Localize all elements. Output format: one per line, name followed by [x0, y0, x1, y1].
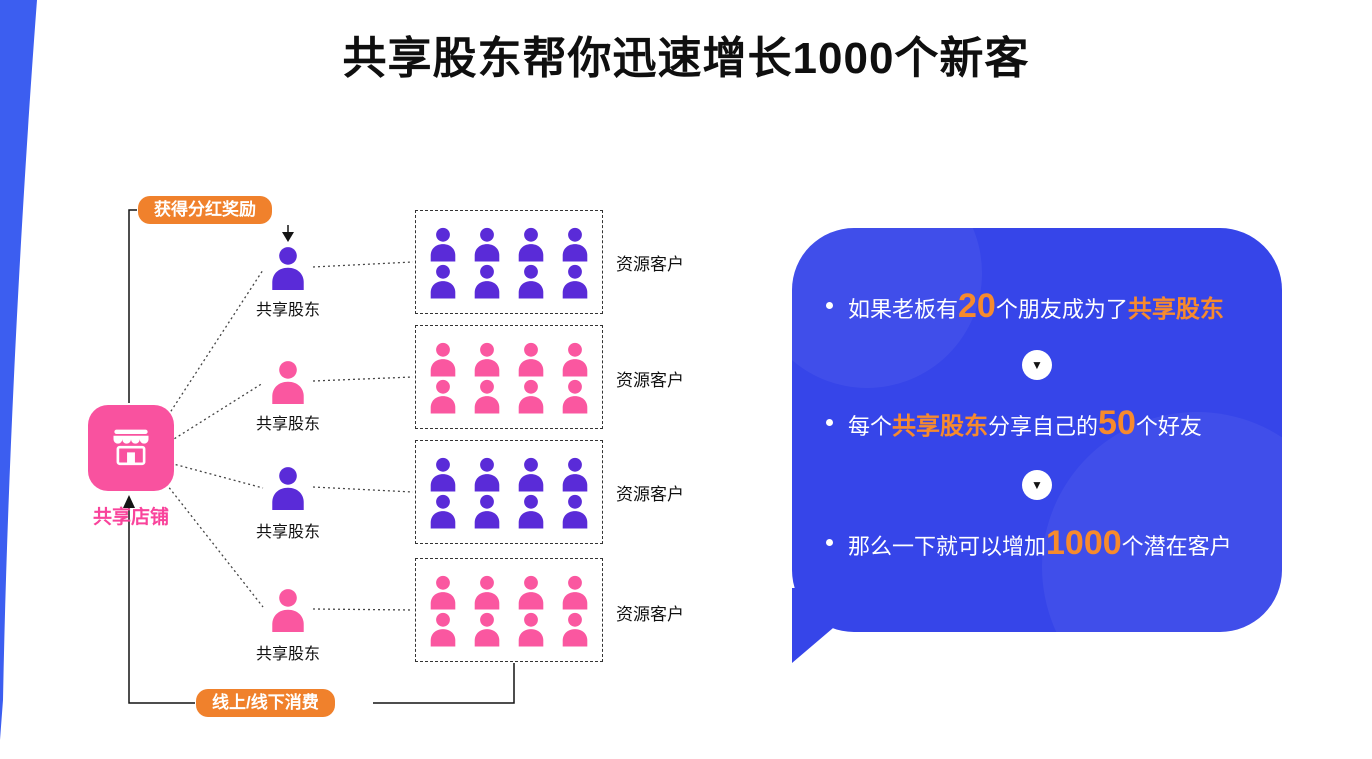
customer-person-icon: [430, 342, 456, 377]
bubble-line-2: 每个共享股东分享自己的50个好友: [848, 403, 1202, 450]
text-segment: 分享自己的: [988, 414, 1099, 439]
text-segment: 如果老板有: [848, 297, 959, 322]
customer-person-icon: [518, 457, 544, 492]
customer-group-box: [415, 558, 603, 662]
bullet-dot: [826, 539, 833, 546]
text-segment: 1000: [1046, 524, 1122, 562]
down-arrow-icon: ▼: [1022, 470, 1052, 500]
text-segment: 个好友: [1135, 414, 1202, 439]
customer-person-icon: [474, 264, 500, 299]
speech-bubble: 如果老板有20个朋友成为了共享股东 ▼ 每个共享股东分享自己的50个好友 ▼ 那…: [792, 228, 1282, 632]
customer-person-icon: [430, 612, 456, 647]
customer-person-icon: [430, 457, 456, 492]
customer-person-icon: [562, 612, 588, 647]
customer-person-icon: [518, 342, 544, 377]
customer-person-icon: [562, 494, 588, 529]
customer-person-icon: [430, 379, 456, 414]
bubble-line-1: 如果老板有20个朋友成为了共享股东: [848, 286, 1224, 333]
customer-person-icon: [474, 494, 500, 529]
customer-person-icon: [562, 379, 588, 414]
customer-person-icon: [474, 457, 500, 492]
customer-person-icon: [474, 227, 500, 262]
reward-flow-line: [128, 209, 137, 403]
customer-group-box: [415, 325, 603, 429]
customer-group-label: 资源客户: [616, 371, 684, 390]
customer-person-icon: [562, 575, 588, 610]
text-segment: 20: [958, 287, 996, 325]
customer-person-icon: [518, 264, 544, 299]
down-arrowhead: [282, 232, 294, 242]
text-segment: 个潜在客户: [1121, 534, 1232, 559]
dotted-link: [159, 269, 264, 429]
customer-person-icon: [518, 227, 544, 262]
shareholder-label: 共享股东: [255, 416, 320, 433]
customer-person-icon: [562, 227, 588, 262]
text-segment: 那么一下就可以增加: [848, 534, 1047, 559]
customer-group-label: 资源客户: [616, 605, 684, 624]
bullet-dot: [826, 302, 833, 309]
customer-person-icon: [474, 575, 500, 610]
customer-group-box: [415, 210, 603, 314]
text-segment: 共享股东: [1127, 296, 1224, 323]
customer-person-icon: [430, 264, 456, 299]
bullet-dot: [826, 419, 833, 426]
shareholder-person-icon: [272, 467, 304, 510]
customer-person-icon: [430, 575, 456, 610]
shareholder-label: 共享股东: [255, 302, 320, 319]
consume-badge: 线上/线下消费: [196, 689, 335, 717]
customer-person-icon: [518, 612, 544, 647]
left-edge-decoration: [0, 0, 37, 740]
dotted-link: [312, 486, 414, 493]
customer-person-icon: [474, 379, 500, 414]
customer-person-icon: [562, 264, 588, 299]
dotted-link: [312, 261, 414, 268]
consume-flow-line: [128, 500, 195, 704]
shared-store: [88, 405, 174, 491]
customer-person-icon: [562, 457, 588, 492]
shareholder-person-icon: [272, 247, 304, 290]
page-title: 共享股东帮你迅速增长1000个新客: [342, 34, 1030, 83]
dotted-link: [312, 608, 414, 611]
customer-person-icon: [430, 227, 456, 262]
text-segment: 每个: [848, 414, 893, 439]
dotted-link: [312, 376, 414, 382]
customer-person-icon: [474, 612, 500, 647]
customer-group-label: 资源客户: [616, 255, 684, 274]
text-segment: 个朋友成为了: [995, 297, 1128, 322]
shared-store-label: 共享店铺: [92, 507, 169, 528]
customer-group-box: [415, 440, 603, 544]
down-arrow-icon: ▼: [1022, 350, 1052, 380]
dotted-link: [165, 461, 264, 489]
speech-bubble-tail: [792, 588, 880, 663]
customer-person-icon: [562, 342, 588, 377]
customer-person-icon: [518, 575, 544, 610]
text-segment: 共享股东: [892, 413, 989, 440]
text-segment: 50: [1098, 404, 1136, 442]
shareholder-label: 共享股东: [255, 524, 320, 541]
bubble-line-3: 那么一下就可以增加1000个潜在客户: [848, 523, 1232, 570]
consume-flow-line: [373, 663, 515, 704]
shareholder-label: 共享股东: [255, 646, 320, 663]
storefront-icon: [113, 429, 149, 466]
customer-person-icon: [518, 379, 544, 414]
customer-person-icon: [474, 342, 500, 377]
customer-group-label: 资源客户: [616, 485, 684, 504]
customer-person-icon: [518, 494, 544, 529]
customer-person-icon: [430, 494, 456, 529]
dividend-reward-badge: 获得分红奖励: [138, 196, 272, 224]
shareholder-person-icon: [272, 589, 304, 632]
shareholder-person-icon: [272, 361, 304, 404]
